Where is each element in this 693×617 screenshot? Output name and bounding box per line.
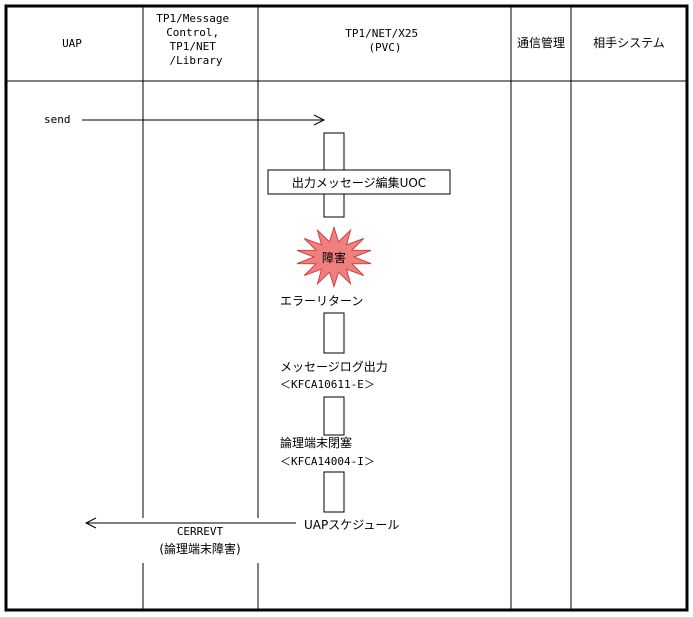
uoc-box [267,169,451,195]
error-return-label: エラーリターン [280,294,363,308]
message-log-code: ＜KFCA10611-E＞ [280,378,375,391]
logical-terminal-close-code: ＜KFCA14004-I＞ [280,455,375,468]
activation-bar-terminal-close [323,396,345,436]
column-header-comm: 通信管理 [517,35,565,50]
column-header-library: TP1/Message Control, TP1/NET /Library [156,12,235,67]
fault-label: 障害 [322,250,346,265]
uoc-box-label: 出力メッセージ編集UOC [292,175,426,190]
activation-bar-message-log [323,312,345,354]
activation-bar-uap-schedule [323,471,345,513]
fault-burst-icon [296,225,372,289]
diagram-frame [4,4,689,612]
cerrevt-note: (論理端末障害) [159,541,240,556]
logical-terminal-close-label: 論理端末閉塞 [280,435,352,450]
column-header-partner: 相手システム [593,36,665,50]
cerrevt-label: CERREVT [177,525,224,538]
column-header-x25: TP1/NET/X25 (PVC) [345,27,424,54]
cerrevt-arrowhead [84,517,97,529]
send-label: send [44,113,71,126]
uap-schedule-label: UAPスケジュール [304,518,399,532]
send-arrowhead [313,114,326,126]
message-log-label: メッセージログ出力 [280,360,388,374]
column-header-uap: UAP [62,37,82,50]
